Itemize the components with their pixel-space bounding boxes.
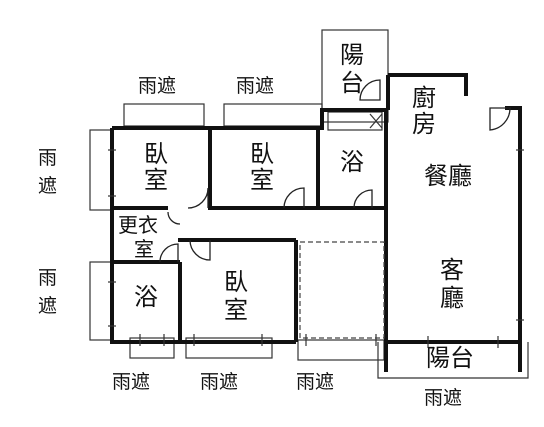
- canopy-bottom-4-label: 雨遮: [424, 387, 462, 409]
- dressing-label-2: 室: [134, 237, 154, 261]
- bedroom-1-label-2: 室: [144, 166, 168, 194]
- bedroom-3-label-1: 臥: [224, 268, 248, 296]
- door-swings: [159, 79, 511, 263]
- dining-label: 餐廳: [424, 162, 472, 190]
- canopy-bottom-1-label: 雨遮: [112, 371, 150, 393]
- bedroom-1-label-1: 臥: [144, 140, 168, 168]
- living-label-1: 客: [440, 256, 464, 284]
- canopy-left-2-label-1: 雨: [38, 267, 57, 289]
- balcony-top-label-1: 陽: [340, 41, 364, 69]
- canopy-bottom-2-label: 雨遮: [200, 371, 238, 393]
- dressing-label-1: 更衣: [118, 213, 158, 237]
- canopy-top-2-label: 雨遮: [236, 75, 274, 97]
- bath-top-label: 浴: [340, 148, 364, 176]
- canopy-top-1-label: 雨遮: [138, 75, 176, 97]
- kitchen-label-1: 廚: [412, 84, 436, 112]
- living-label-2: 廳: [440, 284, 464, 312]
- kitchen-label-2: 房: [412, 110, 436, 138]
- canopy-left-1-label-2: 遮: [38, 175, 57, 197]
- canopy-bottom-3-label: 雨遮: [296, 371, 334, 393]
- canopy-left-2-label-2: 遮: [38, 295, 57, 317]
- canopy-left-1-label-1: 雨: [38, 147, 57, 169]
- balcony-top-label-2: 台: [340, 69, 364, 97]
- bedroom-2-label-2: 室: [250, 166, 274, 194]
- bedroom-2-label-1: 臥: [250, 140, 274, 168]
- balcony-bottom-label: 陽台: [426, 344, 474, 372]
- bedroom-3-label-2: 室: [224, 296, 248, 324]
- window-marks: [108, 149, 524, 348]
- walls: [110, 73, 522, 372]
- open-area-dashed: [299, 241, 385, 339]
- bath-bottom-label: 浴: [134, 283, 158, 311]
